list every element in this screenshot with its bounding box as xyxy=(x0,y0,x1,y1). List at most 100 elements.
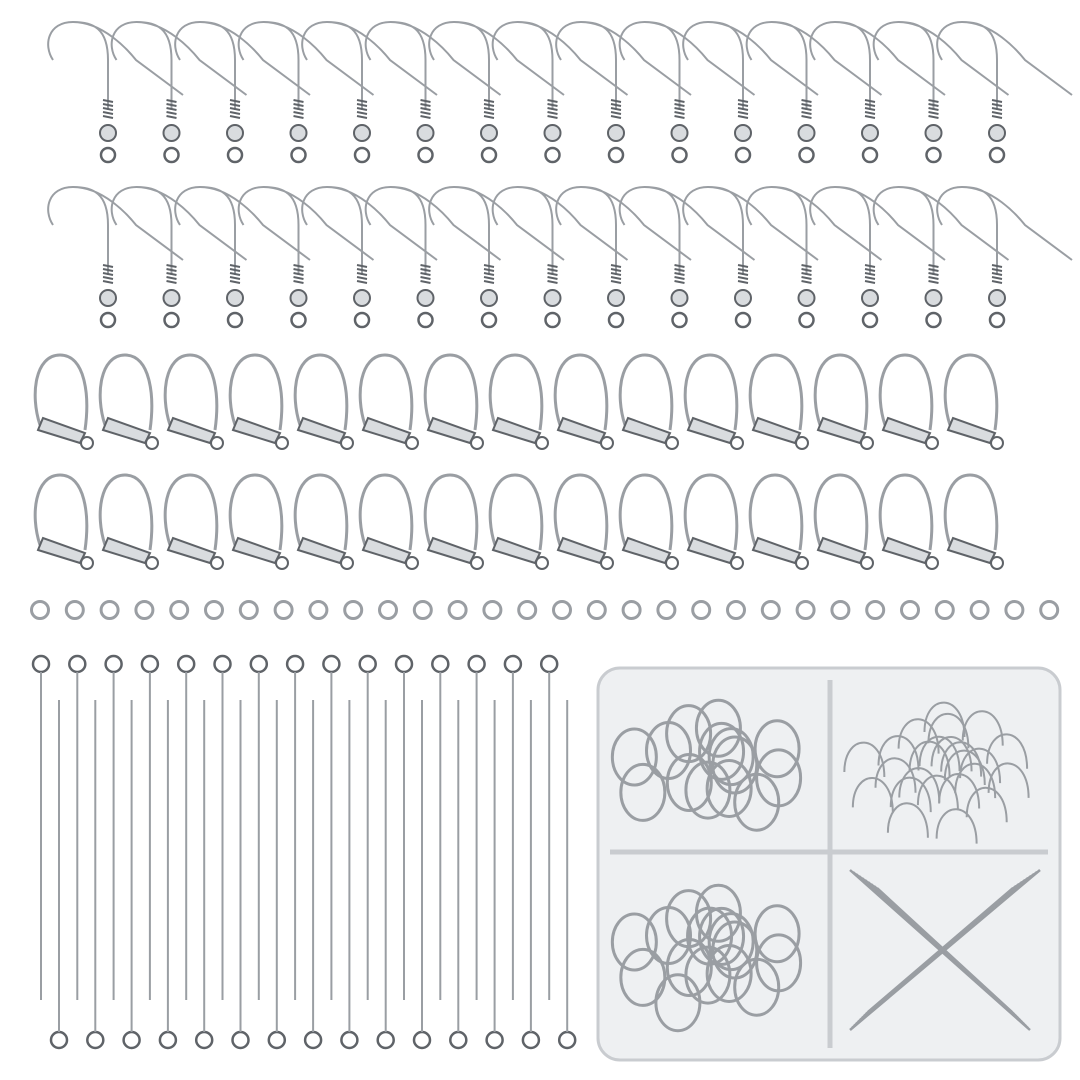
coil xyxy=(293,268,304,272)
fish-hook xyxy=(682,20,819,164)
coil xyxy=(864,276,876,280)
coil xyxy=(737,272,749,276)
eye-pin xyxy=(340,700,359,1050)
boxed-hook xyxy=(918,735,961,772)
lever-loop xyxy=(210,436,224,450)
coil xyxy=(547,276,558,280)
coil xyxy=(102,111,114,115)
fish-hook xyxy=(301,20,438,164)
boxed-hook xyxy=(927,712,970,749)
coil xyxy=(610,115,622,119)
coil xyxy=(102,272,114,276)
pin-eye xyxy=(539,654,559,674)
boxed-eye-pin xyxy=(876,887,1013,1013)
jump-rings xyxy=(30,600,1060,620)
lever-loop xyxy=(600,436,614,450)
leverback xyxy=(813,353,874,450)
boxed-hook xyxy=(965,786,1008,823)
loop xyxy=(163,311,180,329)
coil xyxy=(229,280,241,284)
loop xyxy=(99,311,117,329)
coil xyxy=(801,280,812,284)
coil xyxy=(610,276,622,280)
fish-hook xyxy=(491,185,629,329)
loop xyxy=(290,311,307,329)
coil xyxy=(293,115,304,119)
lever-arc xyxy=(553,353,609,431)
boxed-leverback xyxy=(694,698,742,758)
jump-ring xyxy=(934,600,955,620)
coil xyxy=(610,107,622,111)
coil xyxy=(928,264,939,268)
coil xyxy=(293,99,304,103)
bead xyxy=(353,289,371,307)
coil xyxy=(229,276,241,280)
lever-plate xyxy=(101,416,152,445)
leverback xyxy=(228,353,289,450)
coil xyxy=(610,99,622,103)
lever-arc xyxy=(878,353,934,431)
jump-ring xyxy=(517,600,538,620)
loop xyxy=(734,311,752,329)
coil xyxy=(547,99,558,103)
coil xyxy=(801,268,812,272)
leverback xyxy=(423,353,484,450)
bead xyxy=(226,124,244,142)
lever-arc xyxy=(358,353,414,431)
lever-arc xyxy=(943,473,999,551)
leverback xyxy=(683,473,744,570)
coil xyxy=(864,280,876,284)
lever-loop xyxy=(925,436,939,450)
coil xyxy=(166,107,177,111)
boxed-hook xyxy=(935,808,978,844)
pin-eye xyxy=(231,1030,250,1050)
coil xyxy=(166,115,177,119)
boxed-leverback xyxy=(707,727,755,787)
loop xyxy=(861,146,879,164)
coil xyxy=(356,115,368,119)
coil xyxy=(928,280,939,284)
lever-loop xyxy=(990,436,1004,450)
lever-plate xyxy=(686,416,737,445)
bead xyxy=(670,289,689,307)
bead xyxy=(734,124,752,142)
lever-plate xyxy=(881,416,932,445)
coil xyxy=(864,107,876,111)
coil xyxy=(420,107,431,111)
coil xyxy=(674,103,685,107)
lever-plate xyxy=(881,536,932,565)
lever-plate xyxy=(751,416,802,445)
compartment-hooks xyxy=(843,701,1030,844)
loop xyxy=(607,311,625,329)
coil xyxy=(420,103,431,107)
lever-loop xyxy=(860,556,874,570)
lever-plate xyxy=(296,536,347,565)
boxed-hook xyxy=(874,757,917,793)
lever-arc xyxy=(293,353,349,431)
coil xyxy=(420,268,431,272)
loop xyxy=(226,311,244,329)
pin-eye xyxy=(376,1030,395,1050)
lever-arc xyxy=(683,353,739,431)
leverback xyxy=(293,353,354,450)
coil xyxy=(293,107,304,111)
fish-hook xyxy=(745,185,883,329)
jump-ring xyxy=(447,600,468,620)
loop xyxy=(861,311,879,329)
boxed-leverback xyxy=(698,906,746,966)
coil xyxy=(229,103,241,107)
coil xyxy=(229,107,241,111)
lever-plate xyxy=(946,536,997,565)
coil xyxy=(801,272,812,276)
pin-eye xyxy=(86,1030,105,1050)
boxed-hook xyxy=(908,740,951,776)
eye-pin xyxy=(431,654,450,1000)
coil xyxy=(610,272,622,276)
coil xyxy=(356,103,368,107)
lever-plate xyxy=(231,416,282,445)
coil xyxy=(674,115,685,119)
boxed-hook xyxy=(877,735,920,771)
loop xyxy=(226,146,244,164)
coil xyxy=(737,107,749,111)
lever-loop xyxy=(340,556,354,570)
